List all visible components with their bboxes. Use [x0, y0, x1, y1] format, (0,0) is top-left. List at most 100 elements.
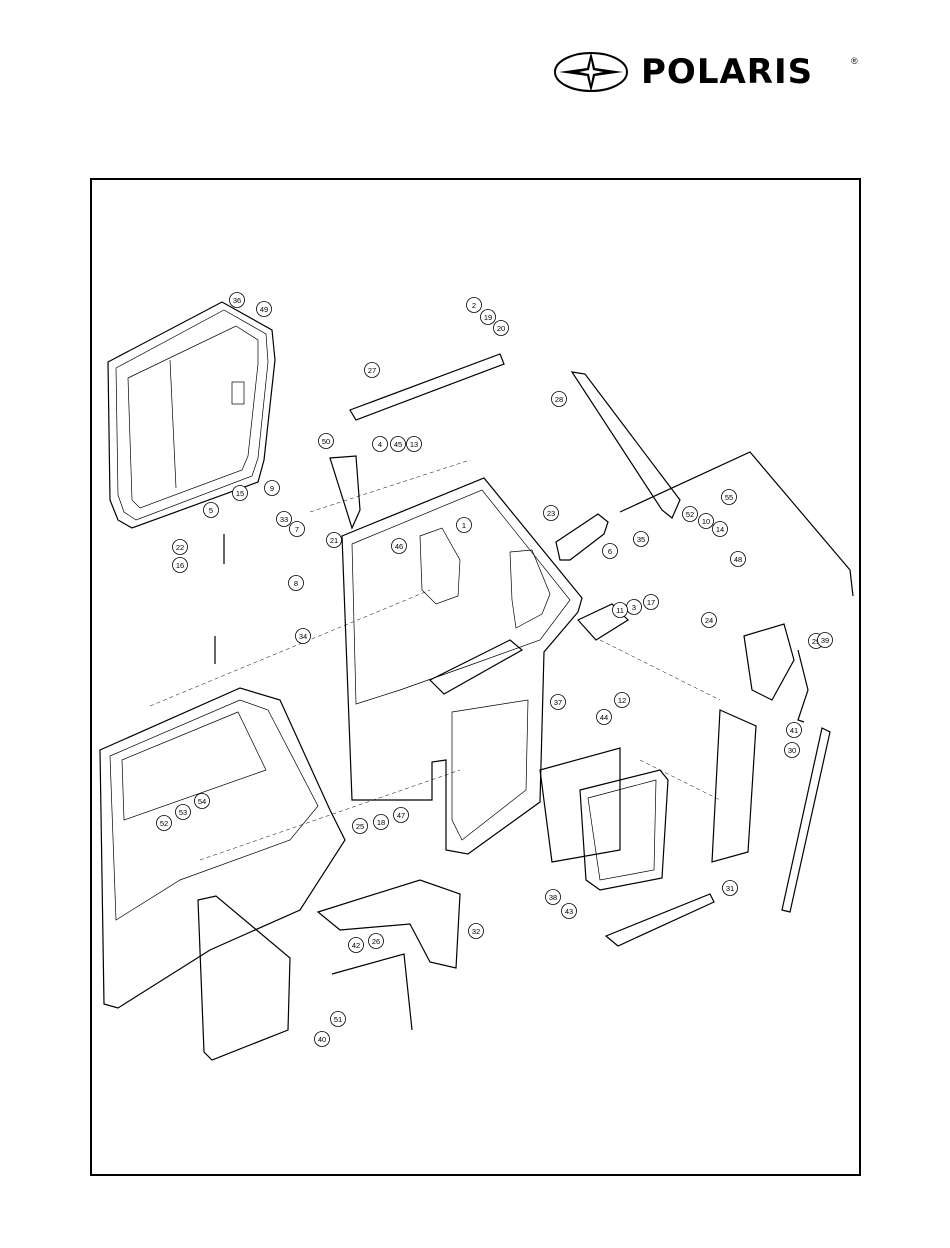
- callout-label: 43: [565, 907, 573, 916]
- guard-29: [744, 624, 794, 700]
- callout-23: 23: [544, 506, 559, 521]
- callout-label: 52: [160, 819, 168, 828]
- callout-label: 17: [647, 598, 655, 607]
- callout-18: 18: [374, 815, 389, 830]
- callout-4: 4: [373, 437, 388, 452]
- post-30: [712, 710, 756, 862]
- callout-label: 25: [356, 822, 364, 831]
- callout-label: 52: [686, 510, 694, 519]
- callout-26: 26: [369, 934, 384, 949]
- callout-label: 9: [270, 484, 274, 493]
- callout-label: 41: [790, 726, 798, 735]
- rear-trim-55: [620, 452, 853, 596]
- callout-6: 6: [603, 544, 618, 559]
- callout-label: 1: [462, 521, 466, 530]
- callout-label: 2: [472, 301, 476, 310]
- callout-44: 44: [597, 710, 612, 725]
- callout-label: 46: [395, 542, 403, 551]
- callout-label: 18: [377, 818, 385, 827]
- callout-31: 31: [723, 881, 738, 896]
- door-glass: [540, 748, 620, 862]
- sliding-window: [108, 302, 275, 528]
- callout-label: 30: [788, 746, 796, 755]
- callout-47: 47: [394, 808, 409, 823]
- callout-label: 54: [198, 797, 206, 806]
- callout-15: 15: [233, 486, 248, 501]
- callout-label: 34: [299, 632, 307, 641]
- side-rail: [572, 372, 680, 518]
- callout-16: 16: [173, 558, 188, 573]
- callout-label: 35: [637, 535, 645, 544]
- callout-13: 13: [407, 437, 422, 452]
- callout-37: 37: [551, 695, 566, 710]
- grab-handle: [556, 514, 608, 560]
- callout-45: 45: [391, 437, 406, 452]
- callout-label: 28: [555, 395, 563, 404]
- callout-label: 10: [702, 517, 710, 526]
- callout-52: 52: [157, 816, 172, 831]
- callout-label: 48: [734, 555, 742, 564]
- callout-label: 44: [600, 713, 608, 722]
- callout-label: 23: [547, 509, 555, 518]
- callout-label: 36: [233, 296, 241, 305]
- callout-label: 21: [330, 536, 338, 545]
- callout-42: 42: [349, 938, 364, 953]
- callout-50: 50: [319, 434, 334, 449]
- callout-30: 30: [785, 743, 800, 758]
- callout-17: 17: [644, 595, 659, 610]
- callout-2: 2: [467, 298, 482, 313]
- callout-label: 49: [260, 305, 268, 314]
- callout-label: 51: [334, 1015, 342, 1024]
- callout-label: 40: [318, 1035, 326, 1044]
- callout-49: 49: [257, 302, 272, 317]
- callout-label: 22: [176, 543, 184, 552]
- callout-label: 3: [632, 603, 636, 612]
- callout-27: 27: [365, 363, 380, 378]
- callout-52: 52: [683, 507, 698, 522]
- callout-20: 20: [494, 321, 509, 336]
- callout-48: 48: [731, 552, 746, 567]
- callout-33: 33: [277, 512, 292, 527]
- callout-label: 38: [549, 893, 557, 902]
- callout-14: 14: [713, 522, 728, 537]
- callout-36: 36: [230, 293, 245, 308]
- callout-label: 20: [497, 324, 505, 333]
- callout-41: 41: [787, 723, 802, 738]
- callout-label: 4: [378, 440, 382, 449]
- callout-label: 24: [705, 616, 713, 625]
- callout-35: 35: [634, 532, 649, 547]
- callout-54: 54: [195, 794, 210, 809]
- callout-label: 47: [397, 811, 405, 820]
- callout-25: 25: [353, 819, 368, 834]
- callout-3: 3: [627, 600, 642, 615]
- callout-22: 22: [173, 540, 188, 555]
- callout-46: 46: [392, 539, 407, 554]
- callout-label: 27: [368, 366, 376, 375]
- callout-label: 37: [554, 698, 562, 707]
- callout-label: 7: [295, 525, 299, 534]
- door-assembly: [342, 478, 582, 854]
- rear-wall-panel: [100, 688, 345, 1008]
- callout-label: 31: [726, 884, 734, 893]
- callout-label: 55: [725, 493, 733, 502]
- callout-40: 40: [315, 1032, 330, 1047]
- callout-label: 6: [608, 547, 612, 556]
- callout-label: 39: [821, 636, 829, 645]
- callout-34: 34: [296, 629, 311, 644]
- callout-53: 53: [176, 805, 191, 820]
- callout-12: 12: [615, 693, 630, 708]
- callout-24: 24: [702, 613, 717, 628]
- callout-label: 14: [716, 525, 724, 534]
- callout-label: 45: [394, 440, 402, 449]
- callout-38: 38: [546, 890, 561, 905]
- callout-28: 28: [552, 392, 567, 407]
- callout-5: 5: [204, 503, 219, 518]
- callout-1: 1: [457, 518, 472, 533]
- callout-label: 5: [209, 506, 213, 515]
- floor-plate: [318, 880, 460, 968]
- callout-9: 9: [265, 481, 280, 496]
- callout-label: 12: [618, 696, 626, 705]
- callout-label: 53: [179, 808, 187, 817]
- callout-19: 19: [481, 310, 496, 325]
